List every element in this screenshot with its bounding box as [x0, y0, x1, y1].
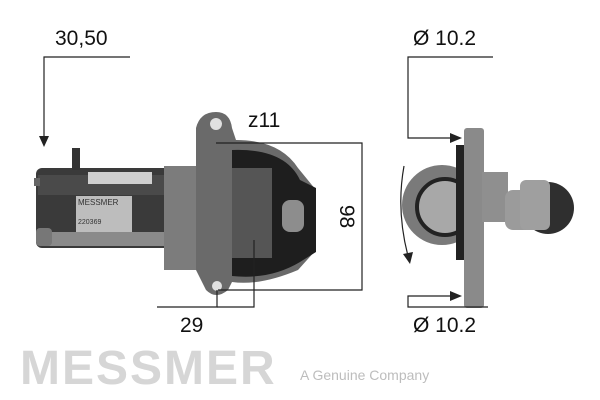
arrowheads [39, 133, 462, 301]
starter-side-view [34, 112, 316, 295]
product-label-part-number: 220369 [78, 219, 102, 226]
hole-diameter-bottom-label: Ø 10.2 [413, 314, 477, 337]
watermark-logo: MESSMER [20, 342, 277, 395]
dimension-lines [43, 56, 493, 308]
product-label-brand: MESSMER [78, 198, 119, 207]
hole-diameter-top-label: Ø 10.2 [413, 27, 477, 50]
watermark-tagline: A Genuine Company [300, 367, 430, 383]
offset-dimension-label: 29 [180, 314, 204, 337]
length-dimension-label: 30,50 [55, 27, 108, 50]
teeth-count-label: z11 [248, 109, 281, 132]
starter-front-view [402, 128, 574, 308]
height-dimension-label: 98 [335, 204, 359, 229]
